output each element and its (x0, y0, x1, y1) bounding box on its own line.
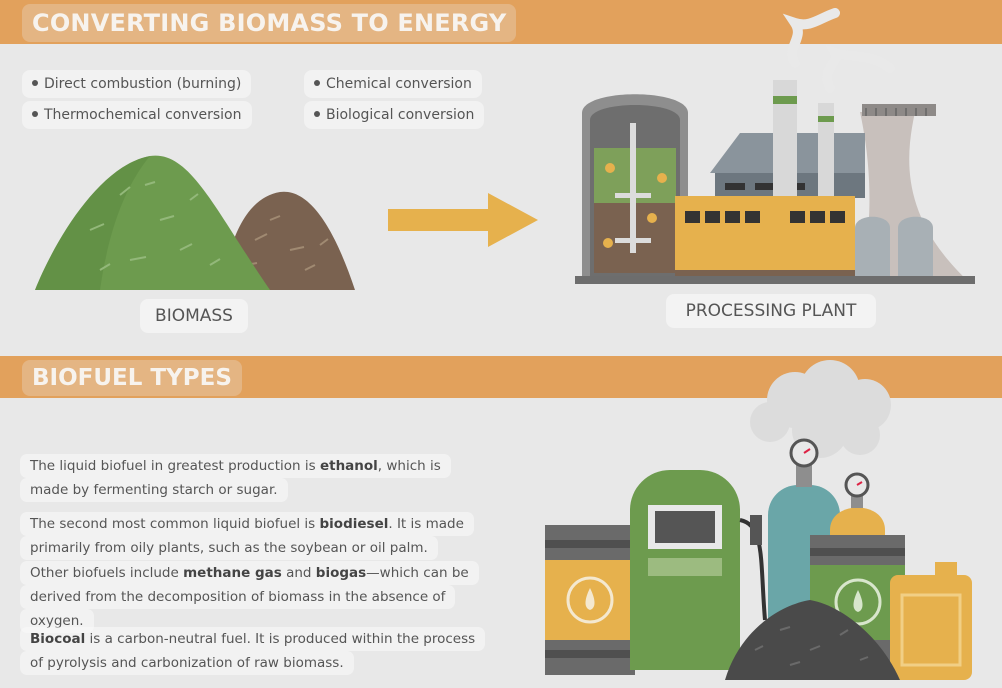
paragraph-biocoal: Biocoal is a carbon-neutral fuel. It is … (20, 627, 486, 675)
method-label: Thermochemical conversion (44, 107, 242, 123)
method-label: Chemical conversion (326, 76, 472, 92)
arrow-right-icon (388, 193, 538, 247)
method-item: Direct combustion (burning) (22, 70, 252, 98)
method-item: Biological conversion (304, 101, 485, 129)
biomass-label: BIOMASS (140, 299, 248, 333)
processing-plant-label: PROCESSING PLANT (666, 294, 876, 328)
paragraph-ethanol: The liquid biofuel in greatest productio… (20, 454, 451, 502)
paragraph-methane: Other biofuels include methane gas and b… (20, 561, 479, 633)
biomass-pile-icon (35, 155, 355, 290)
method-item: Chemical conversion (304, 70, 482, 98)
bullet-icon (32, 80, 38, 86)
bullet-icon (314, 111, 320, 117)
bullet-icon (314, 80, 320, 86)
processing-plant-icon (575, 8, 975, 284)
method-item: Thermochemical conversion (22, 101, 252, 129)
paragraph-biodiesel: The second most common liquid biofuel is… (20, 512, 474, 560)
section-title: BIOFUEL TYPES (22, 360, 242, 396)
method-label: Biological conversion (326, 107, 475, 123)
bullet-icon (32, 111, 38, 117)
fuel-station-icon (545, 360, 972, 680)
header-band (0, 0, 1002, 44)
method-label: Direct combustion (burning) (44, 76, 242, 92)
page-title: CONVERTING BIOMASS TO ENERGY (22, 4, 517, 42)
